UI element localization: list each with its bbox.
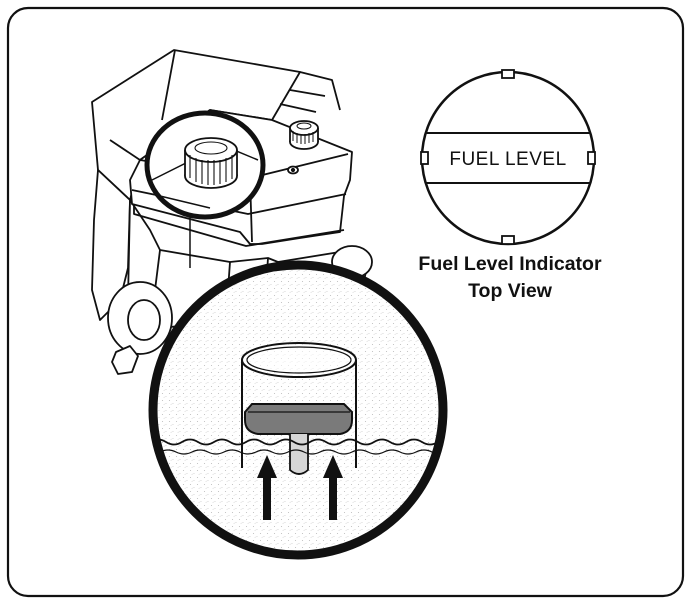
caption-line-1: Fuel Level Indicator bbox=[418, 253, 602, 275]
pulley-hub bbox=[128, 300, 160, 340]
fuel-cap-highlight bbox=[147, 113, 263, 217]
indicator-tick-left bbox=[421, 152, 428, 164]
fuel-float bbox=[245, 404, 352, 434]
indicator-tick-right bbox=[588, 152, 595, 164]
float-stem bbox=[290, 434, 308, 474]
indicator-tick-bottom bbox=[502, 236, 514, 244]
oil-cap bbox=[290, 121, 318, 149]
caption-line-2: Top View bbox=[468, 280, 553, 302]
indicator-label: FUEL LEVEL bbox=[449, 149, 566, 170]
indicator-tick-top bbox=[502, 70, 514, 78]
tank-screw-center bbox=[292, 169, 294, 171]
fuel-gauge-cap bbox=[185, 138, 237, 188]
